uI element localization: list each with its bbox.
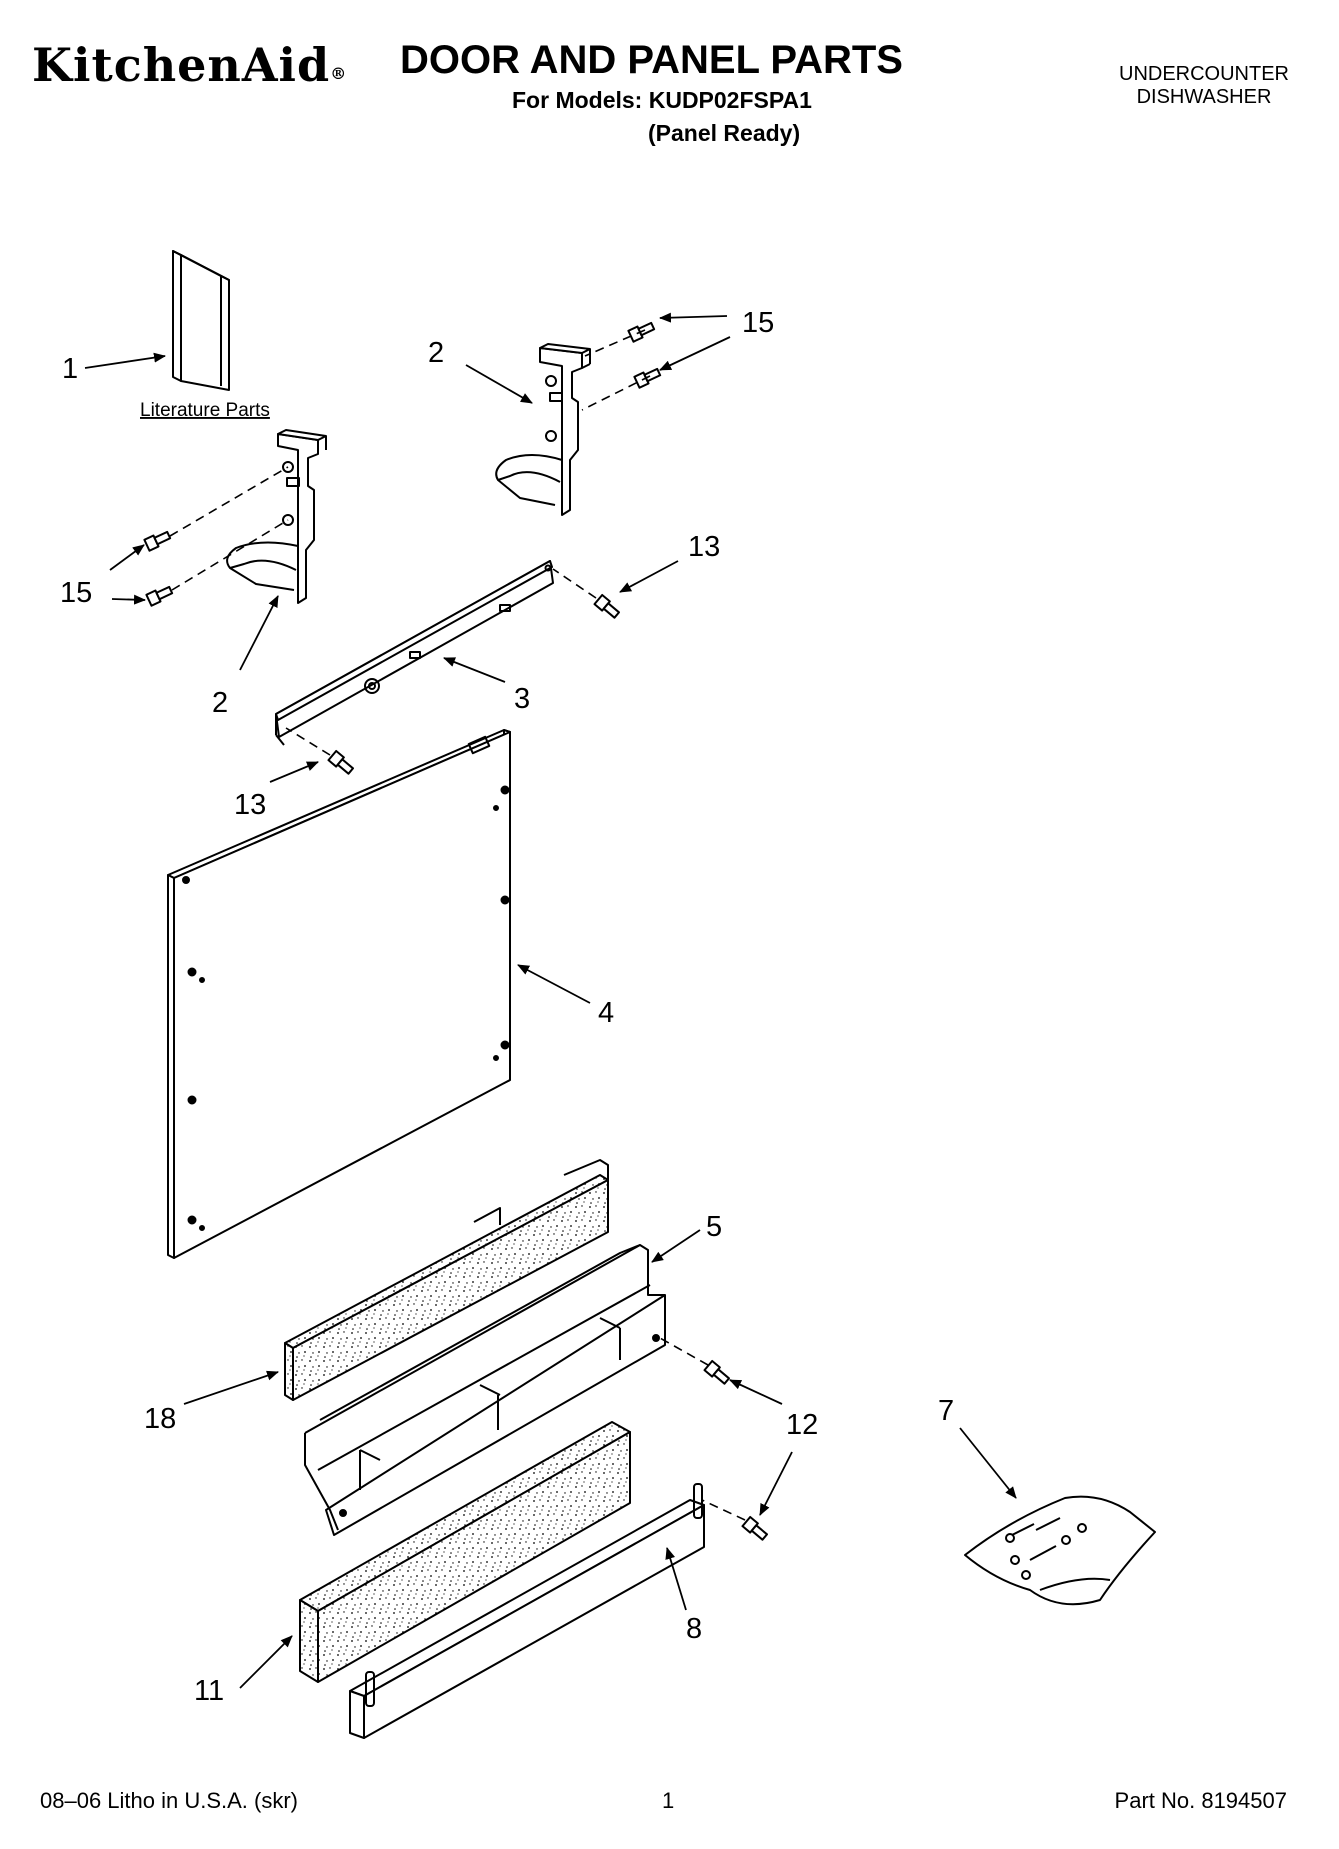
assembly-lines xyxy=(169,329,746,1521)
screw-15-left-a xyxy=(143,530,172,552)
screw-13-right xyxy=(593,593,620,619)
model-variant: (Panel Ready) xyxy=(648,120,801,146)
appliance-type-line2: DISHWASHER xyxy=(1136,86,1272,108)
callout-15-left: 15 xyxy=(60,577,92,609)
callout-7: 7 xyxy=(938,1395,954,1427)
callout-1: 1 xyxy=(62,353,78,385)
callout-4: 4 xyxy=(598,997,614,1029)
callout-13-left: 13 xyxy=(234,789,266,821)
part-number: Part No. 8194507 xyxy=(1114,1788,1287,1813)
literature-parts-label: Literature Parts xyxy=(140,400,270,421)
callout-15-upper: 15 xyxy=(742,307,774,339)
page-title: DOOR AND PANEL PARTS xyxy=(400,38,903,82)
callout-11: 11 xyxy=(194,1675,224,1707)
screw-12-lower xyxy=(741,1515,768,1541)
brand-logo: KitchenAid® xyxy=(32,38,348,92)
appliance-type: UNDERCOUNTER DISHWASHER xyxy=(1119,63,1289,109)
callout-5: 5 xyxy=(706,1211,722,1243)
hardware-bag-part xyxy=(964,1495,1156,1606)
screw-15-upper-a xyxy=(627,321,656,343)
mounting-rail-part xyxy=(275,560,554,746)
screw-13-left xyxy=(327,749,354,775)
upper-insulation-part xyxy=(284,1159,609,1401)
callout-18: 18 xyxy=(144,1403,176,1435)
lower-panel-bracket-part xyxy=(304,1244,666,1536)
callout-12: 12 xyxy=(786,1409,818,1441)
litho-note: 08–06 Litho in U.S.A. (skr) xyxy=(40,1788,299,1813)
door-panel-part xyxy=(167,729,511,1259)
hinge-bracket-right-part xyxy=(495,343,591,516)
leader-arrows xyxy=(84,312,1017,1689)
literature-book-part xyxy=(172,250,230,391)
callout-2-lower: 2 xyxy=(212,687,228,719)
hinge-bracket-left-part xyxy=(226,429,327,604)
callout-13-right: 13 xyxy=(688,531,720,563)
screw-15-left-b xyxy=(145,585,174,607)
appliance-type-line1: UNDERCOUNTER xyxy=(1119,63,1289,85)
callout-3: 3 xyxy=(514,683,530,715)
callout-2-upper: 2 xyxy=(428,337,444,369)
toe-strip-part xyxy=(349,1483,705,1739)
page-number: 1 xyxy=(662,1788,675,1813)
screw-12-upper xyxy=(703,1359,730,1385)
lower-insulation-part xyxy=(299,1421,631,1683)
callout-8: 8 xyxy=(686,1613,702,1645)
callout-numbers: 1 2 15 15 2 3 13 13 4 5 18 12 7 8 11 xyxy=(60,307,954,1707)
model-number: For Models: KUDP02FSPA1 xyxy=(512,87,812,113)
